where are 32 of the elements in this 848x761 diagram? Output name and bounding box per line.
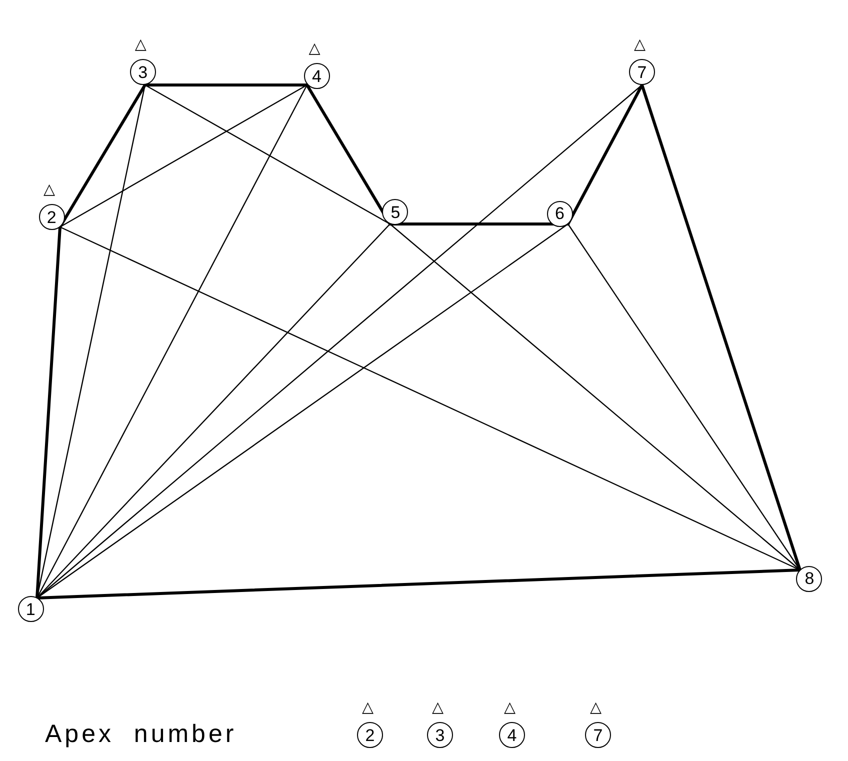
outline-edge: [640, 84, 802, 572]
apex-mark: △: [432, 700, 444, 715]
apex-number-circle: 2: [38, 204, 65, 230]
apex-number-circle: 3: [427, 722, 453, 748]
diagonal-line: [144, 84, 391, 225]
apex-mark: △: [362, 700, 374, 715]
apex-number-circle: 8: [796, 566, 822, 592]
apex-number-circle: 5: [382, 199, 408, 226]
apex-mark: △: [590, 700, 602, 715]
apex-number-circle: 4: [304, 63, 330, 90]
apex-mark: △: [44, 182, 56, 198]
apex-number-circle: 1: [18, 596, 44, 622]
outline-edge: [36, 568, 802, 600]
outline-edge: [36, 226, 62, 600]
diagonal-line: [389, 223, 801, 571]
apex-number-circle: 3: [130, 59, 156, 86]
diagonal-line: [59, 226, 801, 571]
apex-number-circle: 6: [546, 200, 573, 227]
apex-mark: △: [634, 37, 646, 52]
diagonal-line: [59, 84, 308, 228]
outline-edge: [144, 84, 308, 86]
outline-edge: [306, 84, 392, 226]
apex-number-circle: 2: [357, 722, 383, 748]
apex-mark: △: [134, 37, 146, 52]
legend-text: Apex number: [45, 722, 237, 747]
outline-edge: [566, 84, 644, 226]
apex-mark: △: [504, 700, 516, 715]
outline-edge: [58, 84, 146, 228]
apex-number-circle: 4: [499, 722, 525, 748]
apex-number-circle: 7: [629, 59, 655, 85]
apex-mark: △: [308, 41, 320, 56]
apex-number-circle: 7: [585, 722, 611, 748]
